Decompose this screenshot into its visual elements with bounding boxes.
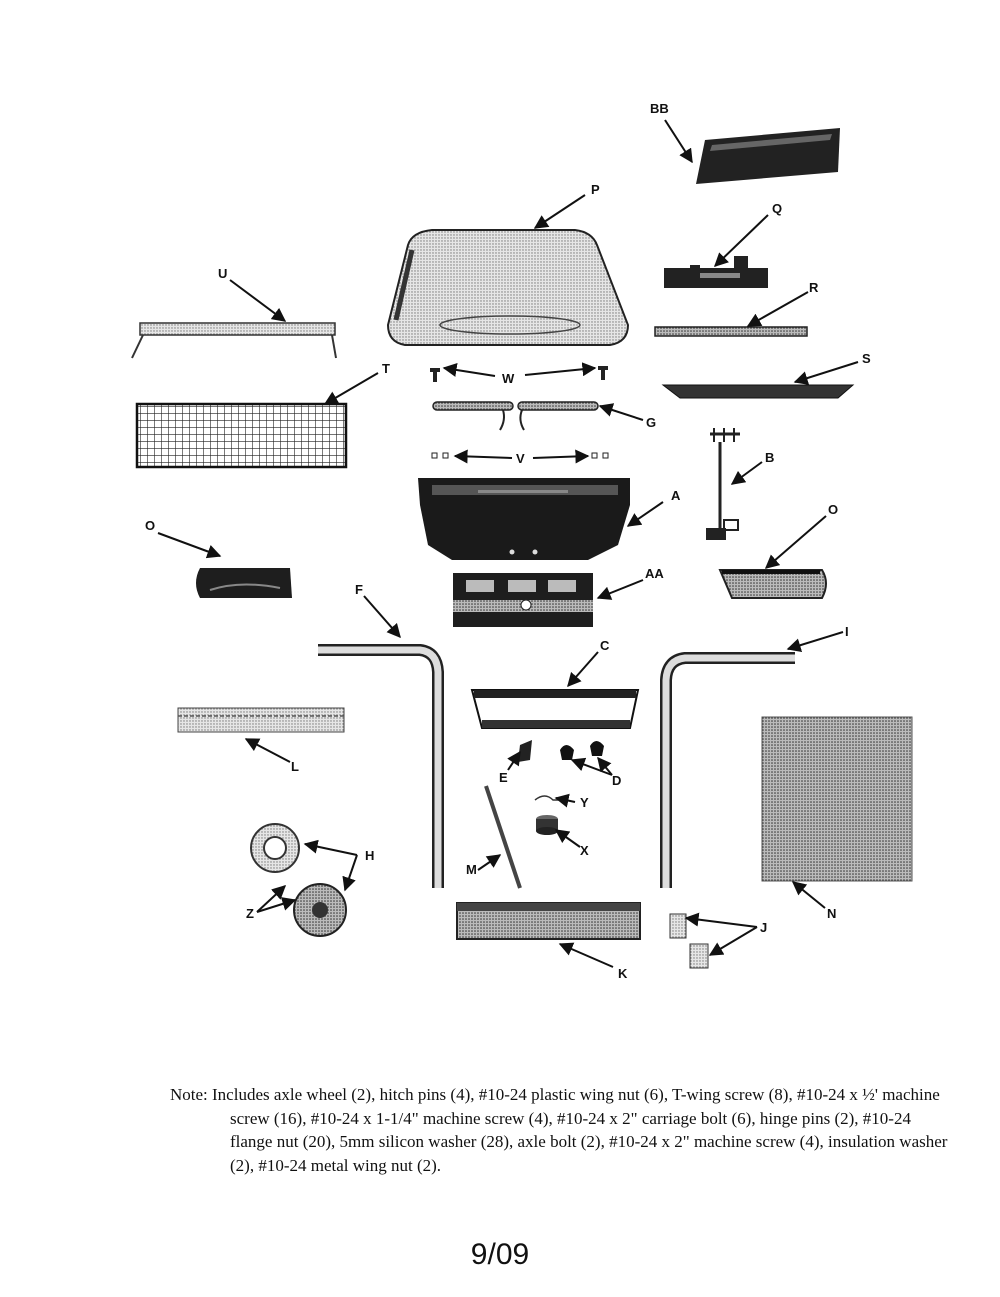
part-y-igniter: [534, 795, 562, 801]
part-x-button: [536, 815, 558, 835]
page-number: 9/09: [470, 1238, 530, 1271]
part-n-panel: [761, 716, 913, 882]
label-m: M: [466, 862, 477, 877]
part-labels: BB P Q R U S T W G B V A O O AA F I C L …: [145, 101, 871, 981]
label-bb: BB: [650, 101, 669, 116]
label-i: I: [845, 624, 849, 639]
label-o-right: O: [828, 502, 838, 517]
part-bb-panel: [696, 128, 840, 184]
label-k: K: [618, 966, 628, 981]
part-o-left-bracket: [196, 568, 292, 598]
label-o-left: O: [145, 518, 155, 533]
label-v: V: [516, 451, 525, 466]
label-z: Z: [246, 906, 254, 921]
label-w: W: [502, 371, 515, 386]
label-c: C: [600, 638, 610, 653]
part-e-bracket: [518, 740, 532, 762]
label-t: T: [382, 361, 390, 376]
part-c-drip-tray: [470, 689, 640, 729]
label-d: D: [612, 773, 621, 788]
part-m-rod: [484, 785, 522, 889]
part-h-wheels: [250, 823, 347, 937]
label-aa: AA: [645, 566, 664, 581]
label-q: Q: [772, 201, 782, 216]
label-h: H: [365, 848, 374, 863]
part-k-base: [456, 902, 641, 940]
label-r: R: [809, 280, 819, 295]
part-r-bar: [654, 326, 808, 337]
part-b-valve: [706, 428, 740, 540]
part-p-lid: [386, 229, 630, 346]
parts-note: Note: Includes axle wheel (2), hitch pin…: [170, 1085, 948, 1175]
label-u: U: [218, 266, 227, 281]
part-l-brace: [177, 707, 345, 733]
part-d-knobs: [560, 741, 604, 760]
part-t-grate: [135, 402, 348, 469]
part-q-bracket: [664, 256, 768, 288]
label-f: F: [355, 582, 363, 597]
part-i-right-leg: [660, 652, 795, 888]
part-v-fasteners: [431, 452, 609, 459]
label-g: G: [646, 415, 656, 430]
part-g-burners: [432, 401, 599, 431]
part-w-hinge-pins: [430, 366, 608, 382]
label-a: A: [671, 488, 681, 503]
label-n: N: [827, 906, 836, 921]
part-f-left-leg: [318, 644, 444, 888]
label-x: X: [580, 843, 589, 858]
label-b: B: [765, 450, 774, 465]
part-aa-control-panel: [453, 573, 593, 627]
label-p: P: [591, 182, 600, 197]
part-a-firebox: [418, 478, 630, 560]
label-y: Y: [580, 795, 589, 810]
label-e: E: [499, 770, 508, 785]
label-j: J: [760, 920, 767, 935]
exploded-parts-diagram: BB P Q R U S T W G B V A O O AA F I C L …: [131, 101, 913, 981]
part-s-tray: [661, 384, 855, 399]
part-u-rack: [131, 322, 337, 359]
part-o-right-bracket: [718, 569, 827, 599]
label-l: L: [291, 759, 299, 774]
part-j-casters: [669, 913, 709, 969]
label-s: S: [862, 351, 871, 366]
callout-arrows: [157, 119, 859, 968]
